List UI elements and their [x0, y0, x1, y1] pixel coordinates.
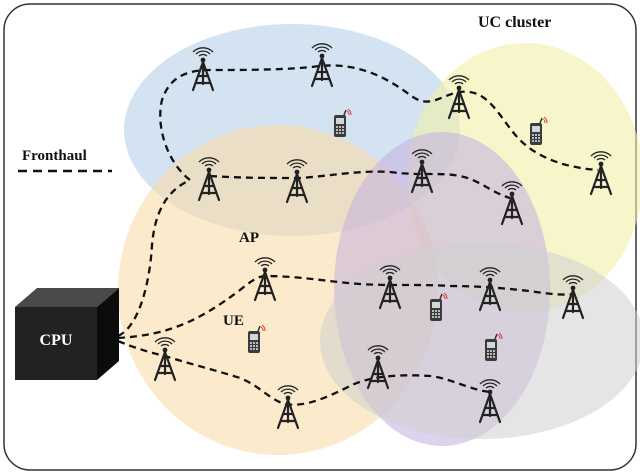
cpu-server: CPU	[15, 288, 119, 380]
cpu-cube-front	[15, 307, 97, 380]
server-cube-icon	[15, 288, 119, 307]
ap-label: AP	[239, 230, 259, 246]
ue-label: UE	[223, 313, 244, 329]
legend-fronthaul-label: Fronthaul	[22, 148, 87, 164]
cpu-cube-side	[97, 288, 119, 380]
fronthaul-link	[117, 274, 576, 340]
diagram-title: UC cluster	[478, 14, 551, 31]
cluster-layer	[118, 24, 640, 455]
cluster-gray	[320, 243, 640, 439]
legend: Fronthaul	[18, 148, 112, 173]
cpu-label: CPU	[40, 332, 73, 349]
fronthaul-link	[117, 64, 599, 338]
